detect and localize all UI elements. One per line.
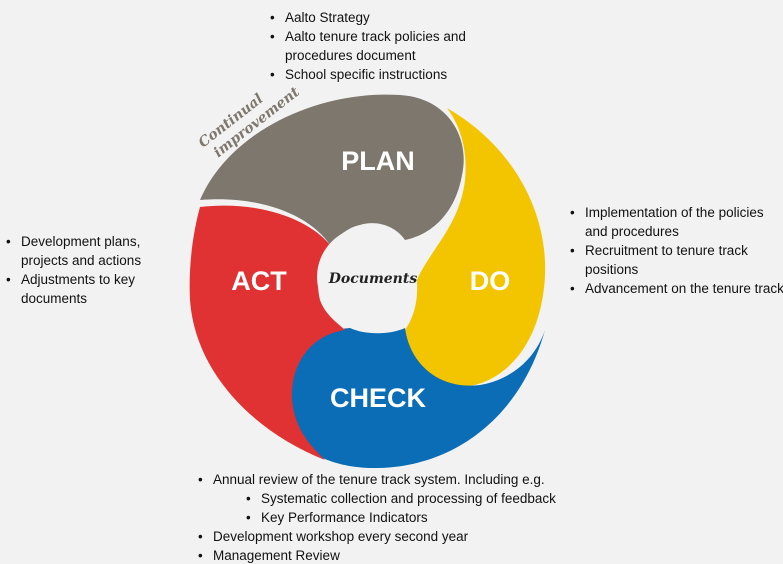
list-item: Development workshop every second year [198,527,633,546]
list-item: School specific instructions [270,65,525,84]
plan-label: PLAN [341,146,415,176]
plan-bullets: Aalto Strategy Aalto tenure track polici… [265,8,525,84]
plan-segment [200,94,464,246]
list-item: Development plans, projects and actions [6,232,186,270]
list-item: Systematic collection and processing of … [213,489,633,508]
list-item: Recruitment to tenure track positions [570,241,783,279]
do-bullets: Implementation of the policies and proce… [565,203,783,298]
list-item: Advancement on the tenure track [570,279,783,298]
act-bullets: Development plans, projects and actions … [1,232,186,308]
list-item: Adjustments to key documents [6,270,186,308]
check-bullets: Annual review of the tenure track system… [193,470,633,564]
act-label: ACT [231,266,287,296]
list-item: Implementation of the policies and proce… [570,203,783,241]
do-label: DO [470,266,511,296]
list-item: Management Review [198,546,633,564]
check-segment [286,328,545,469]
list-item: Aalto Strategy [270,8,525,27]
center-label: Documents [328,271,418,287]
list-item: Aalto tenure track policies and procedur… [270,27,525,65]
center-circle [317,227,417,327]
check-label: CHECK [330,383,427,413]
list-item: Annual review of the tenure track system… [198,470,633,489]
act-segment [189,205,345,460]
do-segment [403,108,546,388]
list-item: Key Performance Indicators [213,508,633,527]
